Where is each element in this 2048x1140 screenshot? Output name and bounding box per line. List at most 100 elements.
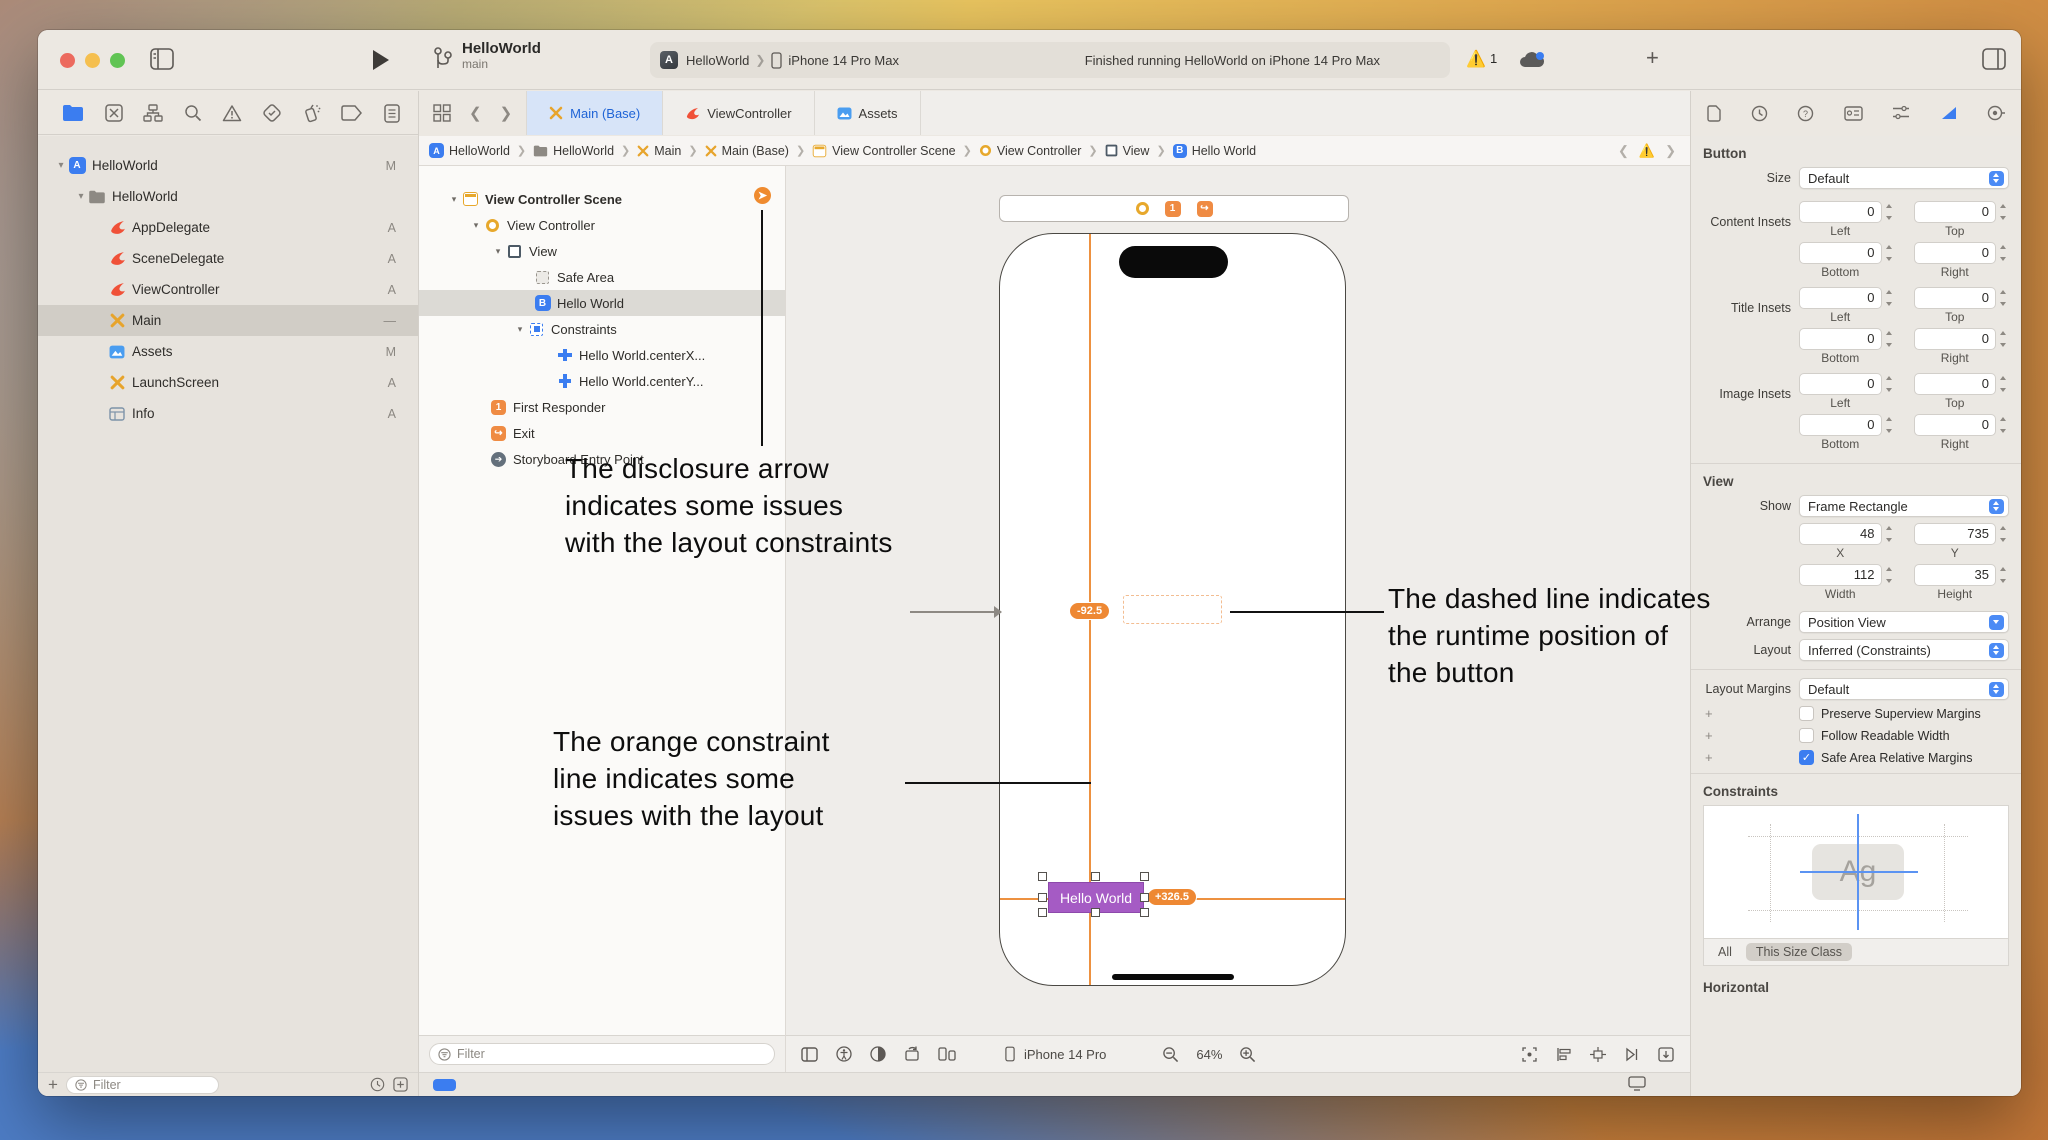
zoom-in-icon[interactable] <box>1239 1046 1256 1063</box>
preserve-superview-margins-checkbox[interactable] <box>1799 706 1814 721</box>
toggle-inspector-icon[interactable] <box>1982 48 2006 70</box>
help-inspector-icon[interactable]: ? <box>1797 105 1814 122</box>
find-navigator-icon[interactable] <box>184 104 202 122</box>
orientation-icon[interactable] <box>904 1046 920 1062</box>
arrange-popup[interactable]: Position View <box>1799 611 2009 633</box>
segment-this-size-class[interactable]: This Size Class <box>1745 943 1853 961</box>
minimize-button[interactable] <box>85 53 100 68</box>
size-popup[interactable]: Default <box>1799 167 2009 189</box>
history-inspector-icon[interactable] <box>1751 105 1768 122</box>
outline-row-exit[interactable]: ↪ Exit <box>419 420 785 446</box>
variation-plus[interactable]: + <box>1705 706 1713 721</box>
selection-handle[interactable] <box>1140 908 1149 917</box>
outline-filter-field[interactable]: Filter <box>429 1043 775 1065</box>
outline-canvas-divider[interactable] <box>785 166 786 1072</box>
toggle-navigator-icon[interactable] <box>150 48 174 70</box>
identity-inspector-icon[interactable] <box>1843 105 1863 121</box>
jumpbar-localization[interactable]: Main (Base) <box>705 144 789 158</box>
jumpbar-view[interactable]: View <box>1105 144 1149 158</box>
tab-overview-icon[interactable] <box>433 104 451 122</box>
dock-view-controller-icon[interactable] <box>1135 202 1149 215</box>
image-inset-left-field[interactable]: 0 <box>1799 373 1895 395</box>
file-inspector-icon[interactable] <box>1707 104 1721 122</box>
toggle-outline-icon[interactable] <box>801 1046 818 1062</box>
storyboard-canvas[interactable]: 1 ↪ -92.5 Hello World +326.5 <box>785 166 1690 1035</box>
warning-count[interactable]: 1 <box>1490 51 1498 66</box>
file-row-group[interactable]: ▾ HelloWorld <box>78 189 178 204</box>
title-inset-right-field[interactable]: 0 <box>1913 328 2010 350</box>
accessibility-preview-icon[interactable] <box>836 1046 852 1062</box>
debug-navigator-icon[interactable] <box>303 103 321 123</box>
iphone-canvas-frame[interactable] <box>999 233 1346 986</box>
display-icon[interactable] <box>1628 1076 1646 1091</box>
issue-warning-icon[interactable]: ⚠️ <box>1638 142 1656 158</box>
breakpoint-navigator-icon[interactable] <box>341 105 363 121</box>
source-control-navigator-icon[interactable] <box>104 104 123 122</box>
outline-row-storyboard-entry[interactable]: ➔ Storyboard Entry Point <box>419 446 785 472</box>
frame-height-field[interactable]: 35 <box>1913 564 2010 586</box>
jumpbar-group[interactable]: HelloWorld <box>533 144 614 158</box>
navigator-filter-field[interactable]: Filter <box>65 1075 219 1094</box>
jumpbar-viewcontroller[interactable]: View Controller <box>979 144 1081 158</box>
selection-handle[interactable] <box>1038 872 1047 881</box>
constraints-preview[interactable]: Ag <box>1703 805 2009 939</box>
tab-viewcontroller[interactable]: ViewController <box>663 91 815 135</box>
run-button[interactable] <box>373 50 389 70</box>
inspector-divider[interactable] <box>1690 91 1691 1096</box>
content-inset-bottom-field[interactable]: 0 <box>1799 242 1895 264</box>
image-inset-right-field[interactable]: 0 <box>1913 414 2010 436</box>
zoom-level-label[interactable]: 64% <box>1196 1046 1223 1062</box>
frame-width-field[interactable]: 112 <box>1799 564 1895 586</box>
selection-handle[interactable] <box>1038 908 1047 917</box>
variation-plus[interactable]: + <box>1705 750 1713 765</box>
show-popup[interactable]: Frame Rectangle <box>1799 495 2009 517</box>
appearance-toggle-icon[interactable] <box>870 1046 886 1062</box>
add-tab-plus-icon[interactable]: + <box>1646 45 1659 70</box>
size-inspector-icon[interactable] <box>1940 105 1958 121</box>
safe-area-relative-margins-checkbox[interactable]: ✓ <box>1799 750 1814 765</box>
content-inset-right-field[interactable]: 0 <box>1913 242 2010 264</box>
project-navigator-icon[interactable] <box>62 104 84 122</box>
minimap-indicator[interactable] <box>433 1079 456 1091</box>
navigator-divider[interactable] <box>418 91 419 1096</box>
dock-exit-icon[interactable]: ↪ <box>1196 200 1213 217</box>
attributes-inspector-icon[interactable] <box>1892 105 1910 121</box>
back-chevron-icon[interactable]: ❮ <box>469 105 482 122</box>
scheme-device[interactable]: iPhone 14 Pro Max <box>788 52 899 68</box>
report-navigator-icon[interactable] <box>383 103 400 123</box>
jumpbar-scene[interactable]: View Controller Scene <box>812 144 956 158</box>
recent-files-clock-icon[interactable] <box>370 1077 385 1092</box>
add-constraints-icon[interactable] <box>1590 1046 1606 1062</box>
prev-issue-chevron[interactable]: ❮ <box>1618 142 1629 158</box>
warning-icon[interactable]: ⚠️ <box>1466 51 1486 68</box>
forward-chevron-icon[interactable]: ❯ <box>499 105 513 122</box>
outline-row-scene[interactable]: ▾ View Controller Scene <box>451 191 623 207</box>
hello-world-button[interactable]: Hello World <box>1048 882 1144 913</box>
frame-y-field[interactable]: 735 <box>1913 523 2010 545</box>
align-icon[interactable] <box>1556 1047 1572 1062</box>
content-inset-top-field[interactable]: 0 <box>1913 201 2010 223</box>
file-row-main-storyboard[interactable]: Main— <box>38 305 418 336</box>
title-inset-top-field[interactable]: 0 <box>1913 287 2010 309</box>
outline-row-constraints[interactable]: ▾ Constraints <box>517 321 617 337</box>
dock-first-responder-icon[interactable]: 1 <box>1164 200 1181 217</box>
trait-variations-icon[interactable] <box>938 1047 956 1061</box>
tab-main-storyboard[interactable]: Main (Base) <box>527 91 664 135</box>
selection-handle[interactable] <box>1091 872 1100 881</box>
title-inset-left-field[interactable]: 0 <box>1799 287 1895 309</box>
layout-popup[interactable]: Inferred (Constraints) <box>1799 639 2009 661</box>
outline-row-centerx-constraint[interactable]: Hello World.centerX... <box>419 342 785 368</box>
embed-icon[interactable] <box>1658 1046 1674 1062</box>
selection-handle[interactable] <box>1140 872 1149 881</box>
outline-row-safearea[interactable]: Safe Area <box>419 264 785 290</box>
zoom-out-icon[interactable] <box>1162 1046 1179 1063</box>
image-inset-top-field[interactable]: 0 <box>1913 373 2010 395</box>
scm-status-filter-icon[interactable] <box>393 1077 408 1092</box>
